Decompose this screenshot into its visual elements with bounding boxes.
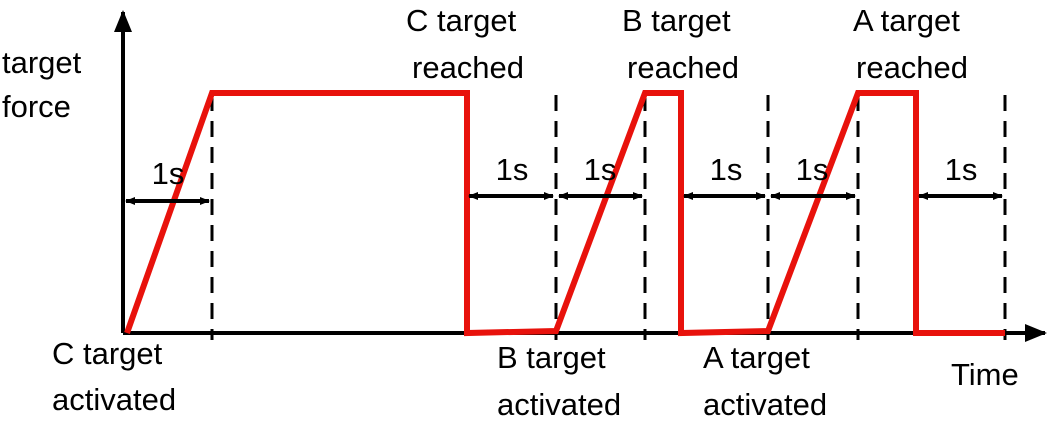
a-reached-label-line2: reached bbox=[856, 50, 968, 85]
interval-label-1: 1s bbox=[152, 156, 185, 191]
interval-label-4: 1s bbox=[710, 152, 743, 187]
y-axis-label-line2: force bbox=[2, 89, 71, 124]
y-axis-label-line1: target bbox=[2, 45, 82, 80]
x-axis-label: Time bbox=[951, 357, 1019, 392]
interval-label-3: 1s bbox=[584, 152, 617, 187]
c-reached-label-line2: reached bbox=[412, 50, 524, 85]
interval-arrows bbox=[125, 192, 1003, 205]
b-activated-label-line2: activated bbox=[497, 387, 621, 421]
b-reached-label-line2: reached bbox=[627, 50, 739, 85]
b-reached-label-line1: B target bbox=[622, 3, 731, 38]
a-activated-label-line1: A target bbox=[703, 340, 810, 375]
a-reached-label-line1: A target bbox=[853, 3, 960, 38]
event-markers bbox=[210, 95, 1007, 340]
target-force-trace bbox=[124, 90, 1005, 337]
c-activated-label-line1: C target bbox=[52, 336, 163, 371]
a-activated-label-line2: activated bbox=[703, 387, 827, 421]
c-reached-label-line1: C target bbox=[406, 3, 517, 38]
interval-label-6: 1s bbox=[945, 152, 978, 187]
interval-label-2: 1s bbox=[496, 152, 529, 187]
interval-label-5: 1s bbox=[796, 152, 829, 187]
b-activated-label-line1: B target bbox=[497, 340, 606, 375]
c-activated-label-line2: activated bbox=[52, 382, 176, 417]
